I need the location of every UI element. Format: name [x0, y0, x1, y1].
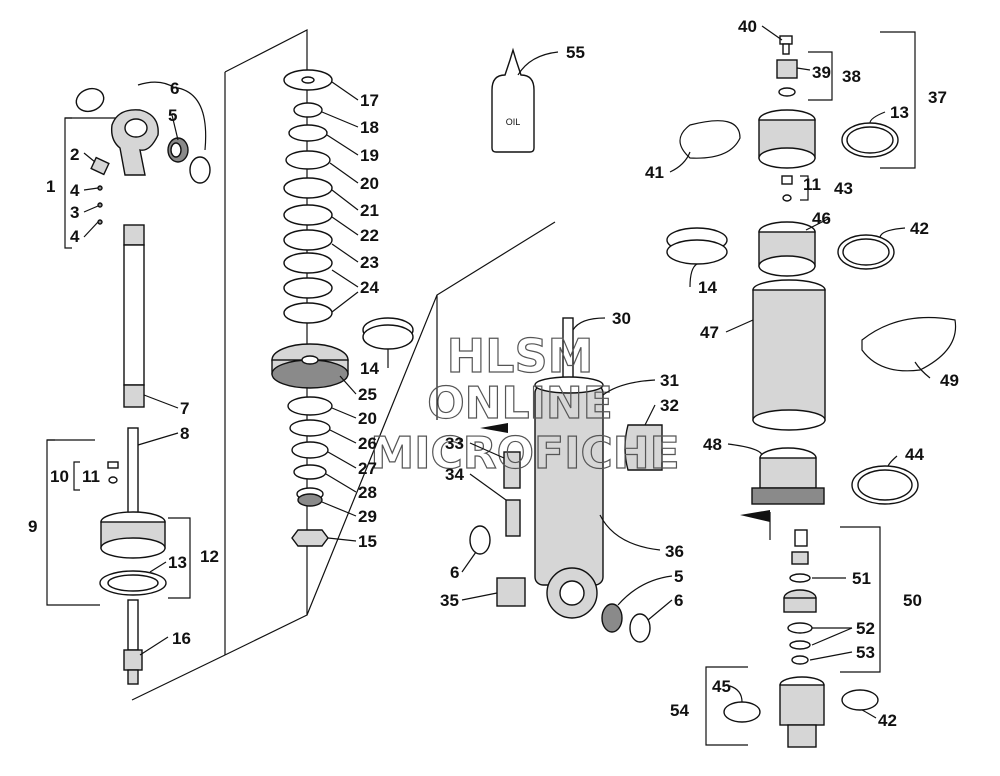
callout-6: 6 — [674, 591, 683, 610]
callout-36: 36 — [665, 542, 684, 561]
callout-34: 34 — [445, 465, 464, 484]
callout-49: 49 — [940, 371, 959, 390]
direction-arrow-icon — [480, 423, 508, 433]
callout-55: 55 — [566, 43, 585, 62]
piston-rod-assembly — [75, 87, 211, 685]
callout-10: 10 — [50, 467, 69, 486]
callout-6: 6 — [450, 563, 459, 582]
callout-43: 43 — [834, 179, 853, 198]
callout-13: 13 — [890, 103, 909, 122]
callout-32: 32 — [660, 396, 679, 415]
callout-3: 3 — [70, 203, 79, 222]
callout-21: 21 — [360, 201, 379, 220]
callout-47: 47 — [700, 323, 719, 342]
callout-18: 18 — [360, 118, 379, 137]
callout-15: 15 — [358, 532, 377, 551]
callout-8: 8 — [180, 424, 189, 443]
shock-body — [469, 47, 663, 643]
callout-52: 52 — [856, 619, 875, 638]
callout-28: 28 — [358, 483, 377, 502]
callout-26: 26 — [358, 434, 377, 453]
callout-50: 50 — [903, 591, 922, 610]
callout-38: 38 — [842, 67, 861, 86]
callout-40: 40 — [738, 17, 757, 36]
leader-lines — [83, 25, 931, 719]
bottle-label: OIL — [506, 117, 521, 127]
callout-13: 13 — [168, 553, 187, 572]
callout-4: 4 — [70, 227, 80, 246]
callout-44: 44 — [905, 445, 924, 464]
watermark: HLSM ONLINE MICROFICHE — [370, 328, 681, 479]
callout-33: 33 — [445, 434, 464, 453]
shim-stack — [271, 69, 414, 547]
callout-45: 45 — [712, 677, 731, 696]
callout-37: 37 — [928, 88, 947, 107]
callout-20: 20 — [358, 409, 377, 428]
callout-42: 42 — [910, 219, 929, 238]
callout-29: 29 — [358, 507, 377, 526]
callout-24: 24 — [360, 278, 379, 297]
watermark-line-2: ONLINE — [427, 378, 613, 429]
callout-51: 51 — [852, 569, 871, 588]
callout-12: 12 — [200, 547, 219, 566]
callout-42: 42 — [878, 711, 897, 730]
callout-6: 6 — [170, 79, 179, 98]
callout-5: 5 — [674, 567, 683, 586]
callout-46: 46 — [812, 209, 831, 228]
callout-39: 39 — [812, 63, 831, 82]
callout-25: 25 — [358, 385, 377, 404]
callout-54: 54 — [670, 701, 689, 720]
callout-14: 14 — [698, 278, 717, 297]
direction-arrow-icon — [740, 510, 770, 522]
callout-48: 48 — [703, 435, 722, 454]
callout-labels: 6 5 2 1 4 3 4 7 8 9 10 11 12 13 16 17 18… — [28, 17, 959, 730]
callout-14: 14 — [360, 359, 379, 378]
callout-53: 53 — [856, 643, 875, 662]
callout-30: 30 — [612, 309, 631, 328]
callout-11: 11 — [82, 467, 100, 486]
callout-16: 16 — [172, 629, 191, 648]
reservoir-assembly — [666, 35, 957, 748]
callout-7: 7 — [180, 399, 189, 418]
callout-4: 4 — [70, 181, 80, 200]
callout-9: 9 — [28, 517, 37, 536]
callout-17: 17 — [360, 91, 379, 110]
callout-22: 22 — [360, 226, 379, 245]
group-brackets — [46, 29, 916, 746]
callout-20: 20 — [360, 174, 379, 193]
callout-35: 35 — [440, 591, 459, 610]
callout-27: 27 — [358, 459, 377, 478]
watermark-line-1: HLSM — [447, 329, 594, 383]
watermark-line-3: MICROFICHE — [370, 428, 679, 479]
callout-23: 23 — [360, 253, 379, 272]
callout-31: 31 — [660, 371, 679, 390]
callout-1: 1 — [46, 177, 55, 196]
callout-11: 11 — [803, 175, 821, 194]
callout-19: 19 — [360, 146, 379, 165]
callout-2: 2 — [70, 145, 79, 164]
callout-5: 5 — [168, 106, 177, 125]
callout-41: 41 — [645, 163, 664, 182]
